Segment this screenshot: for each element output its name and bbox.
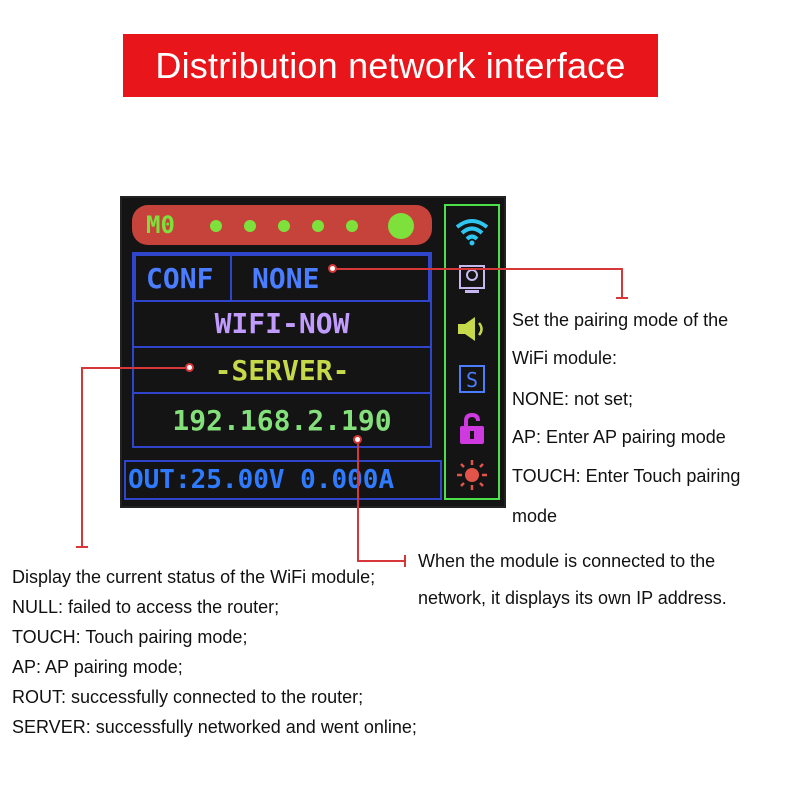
annotation-line: ROUT: successfully connected to the rout… <box>12 687 364 707</box>
annotation-line: When the module is connected to the <box>418 551 716 571</box>
status-icon-column: S <box>444 204 500 500</box>
annotation-line: SERVER: successfully networked and went … <box>12 717 417 737</box>
mode-label: M0 <box>146 211 175 239</box>
pairing-callout-line <box>621 268 623 298</box>
ip-callout-line <box>404 555 406 567</box>
output-value: OUT:25.00V 0.000A <box>128 465 395 495</box>
page-title: Distribution network interface <box>155 44 626 86</box>
indicator-dot <box>312 220 324 232</box>
annotation-line: network, it displays its own IP address. <box>418 588 727 608</box>
annotation-line: Display the current status of the WiFi m… <box>12 567 376 587</box>
annotation-line: TOUCH: Enter Touch pairing <box>512 466 741 486</box>
pairing-mode-value: NONE <box>252 262 320 295</box>
indicator-dot <box>210 220 222 232</box>
lcd-screen: M0 CONF NONE WIFI-NOW -SERVER- 192.168.2… <box>120 196 506 508</box>
pairing-callout-line <box>336 268 623 270</box>
annotation-line: mode <box>512 506 558 526</box>
indicator-dot-active <box>388 213 414 239</box>
display-icon <box>459 265 485 293</box>
indicator-dot <box>244 220 256 232</box>
annotation-line: Set the pairing mode of the <box>512 310 729 330</box>
status-row: -SERVER- <box>132 346 432 394</box>
conf-cell: CONF <box>134 254 232 302</box>
status-value: -SERVER- <box>214 353 350 387</box>
svg-text:S: S <box>466 368 478 392</box>
annotation-line: NULL: failed to access the router; <box>12 597 280 617</box>
status-callout-dot <box>185 363 194 372</box>
s-icon: S <box>459 365 485 393</box>
wifi-row: WIFI-NOW <box>134 300 430 346</box>
output-row: OUT:25.00V 0.000A <box>124 460 442 500</box>
conf-label: CONF <box>146 262 214 295</box>
annotation-line: TOUCH: Touch pairing mode; <box>12 627 248 647</box>
ip-callout-dot <box>353 435 362 444</box>
ip-row: 192.168.2.190 <box>134 394 430 446</box>
sun-icon <box>457 460 487 490</box>
wifi-label: WIFI-NOW <box>214 306 350 340</box>
status-callout-line <box>81 367 185 369</box>
pairing-mode-cell: NONE <box>230 254 430 302</box>
pairing-callout-line <box>616 297 628 299</box>
ip-address: 192.168.2.190 <box>172 403 392 437</box>
title-banner: Distribution network interface <box>123 34 658 97</box>
speaker-icon <box>458 317 483 341</box>
indicator-dot <box>346 220 358 232</box>
status-callout-line <box>76 546 88 548</box>
ip-callout-line <box>357 560 405 562</box>
indicator-dot <box>278 220 290 232</box>
annotation-line: AP: AP pairing mode; <box>12 657 183 677</box>
network-panel: CONF NONE WIFI-NOW -SERVER- 192.168.2.19… <box>132 252 432 448</box>
annotation-line: WiFi module: <box>512 348 618 368</box>
annotation-line: AP: Enter AP pairing mode <box>512 427 726 447</box>
lock-open-icon <box>460 412 484 444</box>
wifi-icon <box>455 219 489 246</box>
status-callout-line <box>81 367 83 547</box>
ip-callout-line <box>357 444 359 561</box>
annotation-line: NONE: not set; <box>512 389 634 409</box>
mode-bar: M0 <box>132 205 432 245</box>
